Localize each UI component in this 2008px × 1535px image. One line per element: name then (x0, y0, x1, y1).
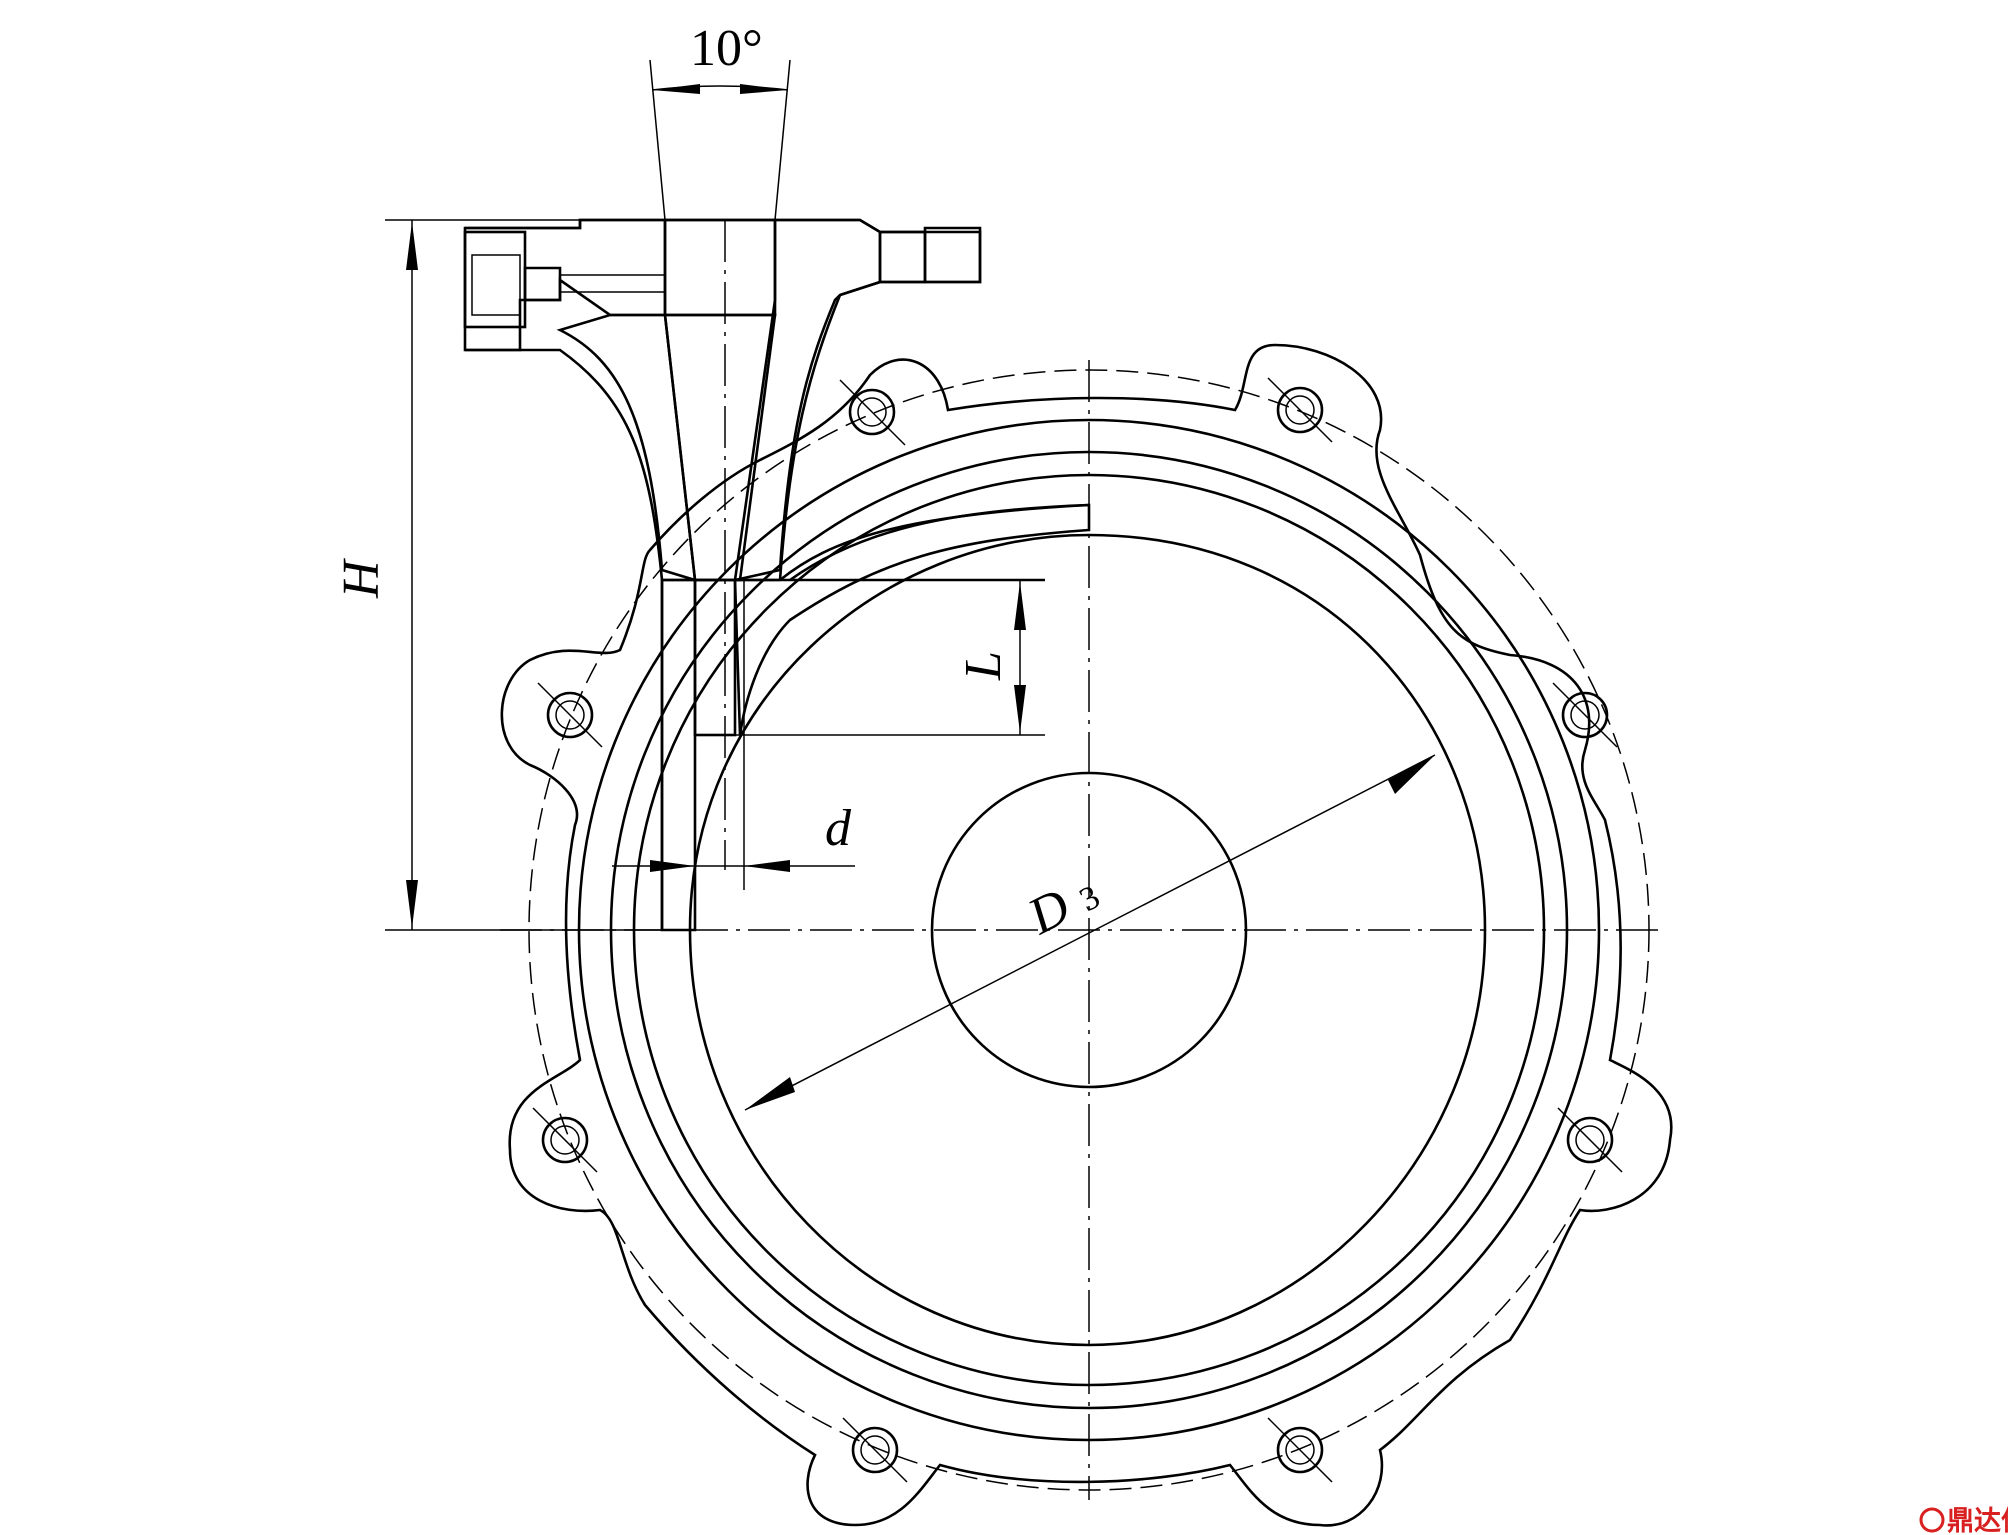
bolt-hole (842, 1417, 908, 1483)
dimension-L-label: L (955, 651, 1012, 681)
watermark: 鼎达信 (1919, 1506, 2008, 1535)
bolt-circle (528, 369, 1650, 1491)
dimension-L: L (955, 580, 1026, 735)
hatched-lower-left (660, 578, 697, 932)
plug-inner (471, 254, 521, 316)
dimension-D3-subscript: 3 (1074, 878, 1106, 919)
inlet-nozzle-section (463, 218, 1091, 932)
dimension-angle: 10° (649, 20, 791, 221)
bolt-hole (1267, 1417, 1333, 1483)
plug-pin (523, 266, 562, 302)
bolt-hole (537, 682, 603, 748)
plug-bore (463, 230, 527, 329)
bore-top (663, 218, 777, 317)
dimension-d: d (612, 800, 855, 872)
bolt-hole (1552, 682, 1618, 748)
suction-eye (930, 771, 1248, 1089)
bolt-holes (532, 377, 1623, 1483)
watermark-text: 鼎达信 (1947, 1506, 2008, 1535)
bolt-hole (839, 379, 906, 446)
volute-spiral (688, 533, 1487, 1347)
bolt-hole (1557, 1107, 1623, 1173)
hatched-flange-right (733, 218, 882, 582)
dimension-d-label: d (825, 800, 852, 857)
dimension-H-label: H (333, 558, 390, 599)
watermark-logo-icon (1919, 1507, 1945, 1533)
casing-flange-outline (500, 343, 1673, 1527)
bolt-hole (1267, 377, 1333, 443)
bore-lower (693, 578, 737, 737)
flange-slot (878, 230, 927, 284)
dimension-D3-label: D (1019, 878, 1079, 946)
bolt-hole (532, 1107, 598, 1173)
hatched-neck-left (556, 313, 697, 582)
dimension-angle-label: 10° (690, 20, 763, 77)
hatched-tongue (733, 503, 1091, 736)
dimension-H: H (333, 219, 662, 931)
hatched-flange-left (463, 218, 667, 352)
hatched-flange-rightend (923, 226, 982, 284)
